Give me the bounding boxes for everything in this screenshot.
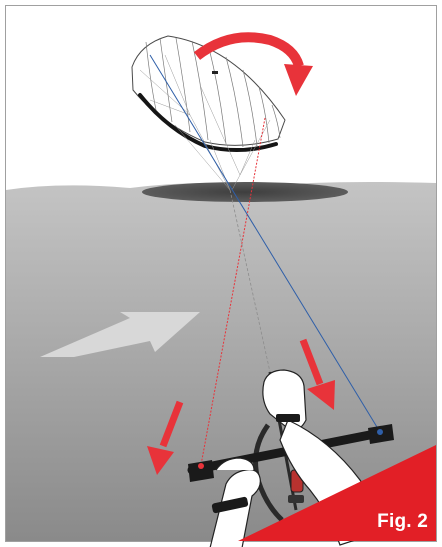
figure-label: Fig. 2	[377, 511, 428, 533]
kite-shadow	[142, 182, 348, 202]
